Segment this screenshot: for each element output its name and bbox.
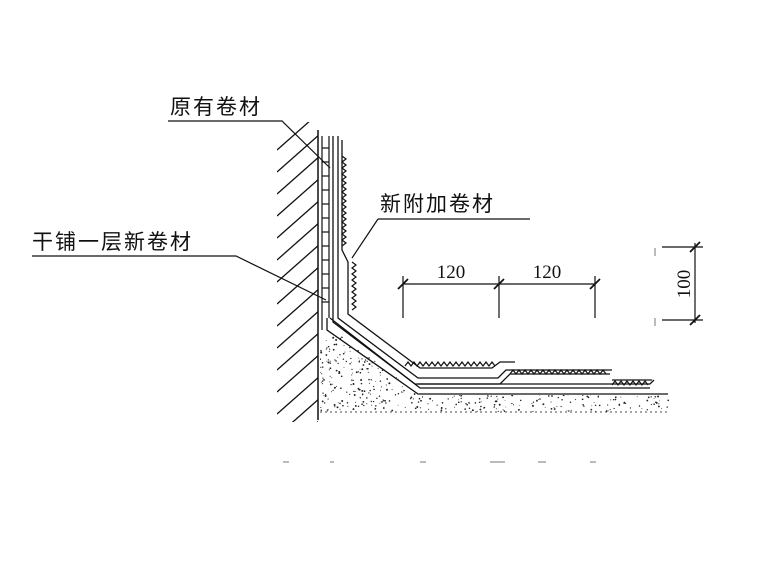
horizontal-dimension <box>397 276 601 318</box>
leader-lines <box>32 120 530 301</box>
dimension-label-1: 120 <box>437 262 466 283</box>
label-original-membrane: 原有卷材 <box>170 95 262 119</box>
concrete-base <box>320 335 670 412</box>
vertical-dimension <box>662 241 703 326</box>
new-additional-membrane <box>341 155 652 386</box>
wall-hatch <box>277 122 318 422</box>
original-membrane-strip <box>321 136 330 330</box>
construction-marks <box>283 248 656 463</box>
dimension-label-vertical: 100 <box>674 270 695 299</box>
membrane-layers <box>326 136 668 395</box>
label-dry-laid-new-membrane: 干铺一层新卷材 <box>32 230 193 254</box>
dimension-label-2: 120 <box>533 262 562 283</box>
label-new-additional-membrane: 新附加卷材 <box>380 192 495 216</box>
